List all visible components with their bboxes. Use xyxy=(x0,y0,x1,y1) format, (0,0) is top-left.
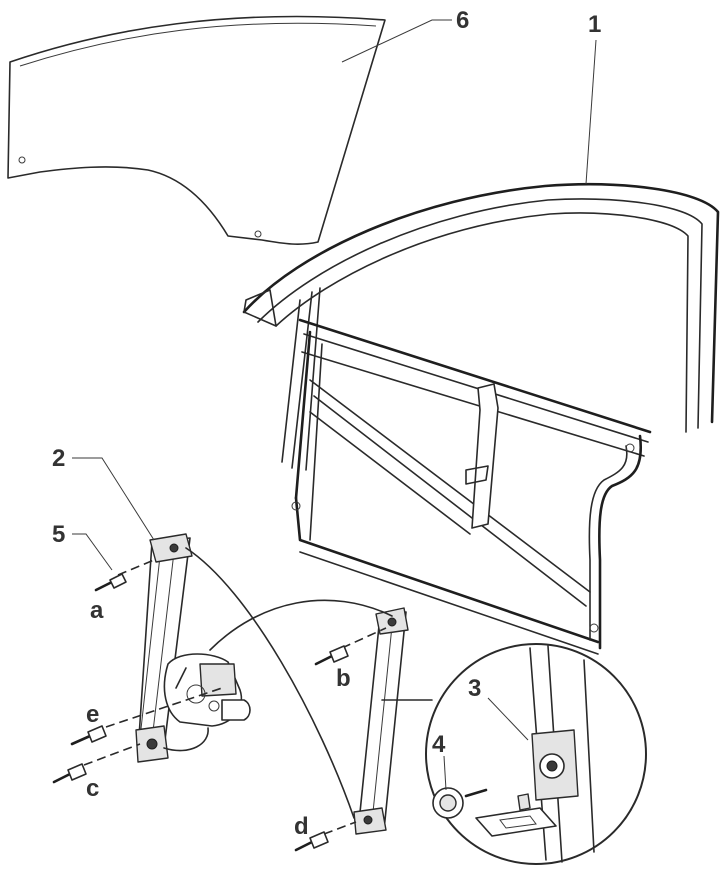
window-glass-panel xyxy=(7,15,386,245)
detail-inset xyxy=(381,643,647,865)
door-frame xyxy=(242,183,720,655)
fastener-label-c: c xyxy=(86,775,99,802)
callout-4-nut: 4 xyxy=(432,731,446,758)
callout-3-clip: 3 xyxy=(468,675,481,702)
window-regulator xyxy=(135,533,409,835)
callout-6-window-glass: 6 xyxy=(456,7,469,34)
fastener-label-e: e xyxy=(86,701,99,728)
bolt-c xyxy=(52,763,87,784)
bolt-d xyxy=(294,831,329,852)
callout-1-door-frame: 1 xyxy=(588,11,601,38)
fastener-label-d: d xyxy=(294,813,309,840)
callout-5-bolt: 5 xyxy=(52,521,65,548)
callout-2-window-regulator: 2 xyxy=(52,445,65,472)
fastener-label-b: b xyxy=(336,665,351,692)
bolt-a xyxy=(94,573,127,592)
fastener-label-a: a xyxy=(90,597,104,624)
bolt-b xyxy=(314,645,349,666)
bolt-e xyxy=(70,725,107,746)
leader-lines xyxy=(72,19,597,791)
